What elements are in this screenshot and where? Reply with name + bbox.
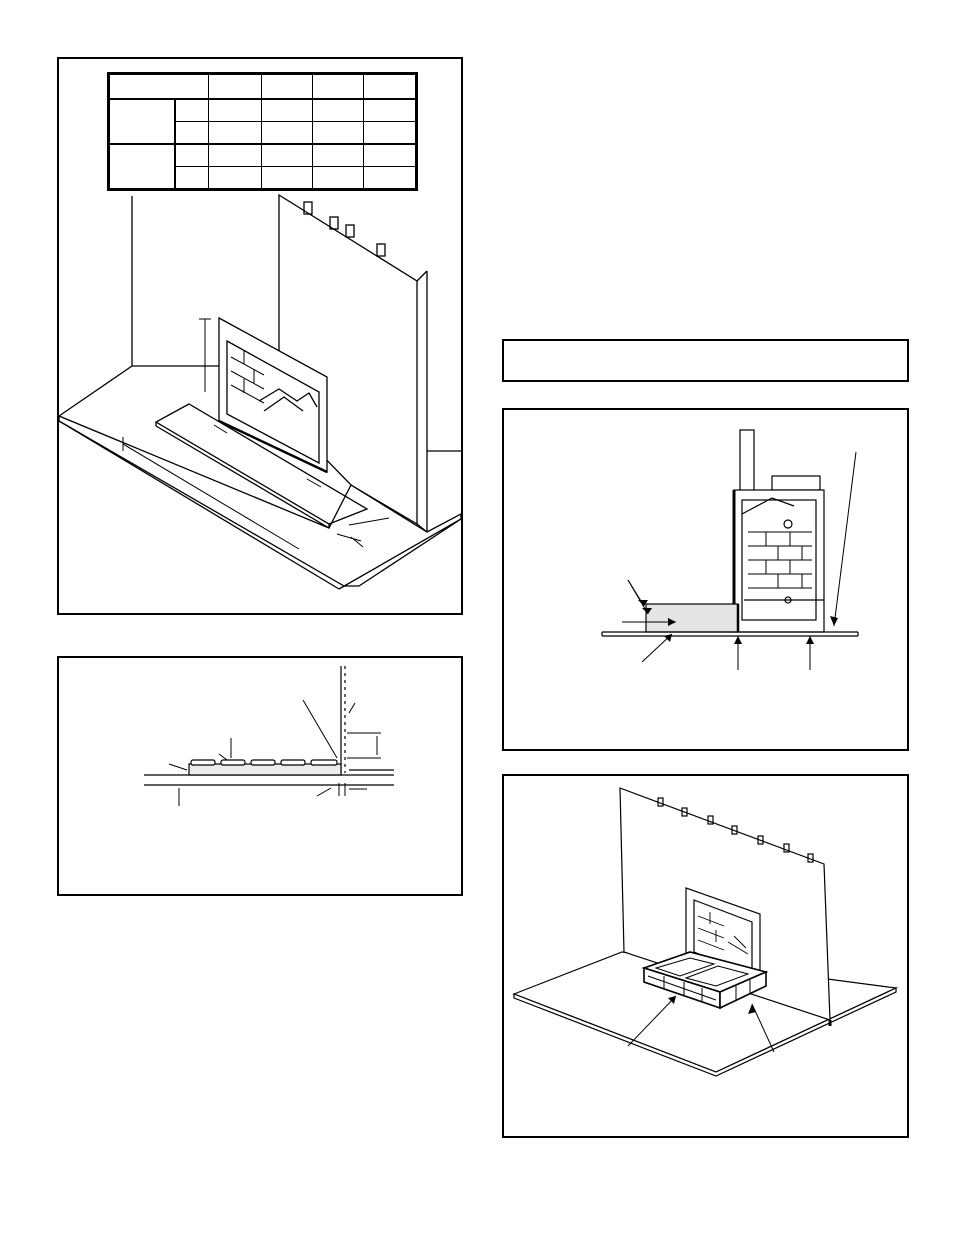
floor-side-edge bbox=[338, 518, 461, 590]
firebox-bricks bbox=[230, 351, 265, 404]
hearth-section-figure bbox=[57, 656, 463, 896]
firebox-opening bbox=[226, 339, 320, 465]
table-header-cell bbox=[363, 73, 417, 100]
wall-top-edge bbox=[416, 270, 428, 282]
hearth-section-drawing bbox=[144, 666, 394, 806]
hearth-frame-side bbox=[719, 970, 767, 1010]
table-cell bbox=[363, 166, 417, 190]
hearth-extension-section bbox=[645, 603, 739, 633]
table-row bbox=[109, 166, 417, 190]
table-header-cell bbox=[208, 73, 262, 100]
firebox-base bbox=[218, 419, 328, 474]
floor-wall-joint bbox=[59, 365, 133, 417]
arrow-heads bbox=[638, 600, 838, 644]
smoke-shelf bbox=[741, 497, 795, 515]
wall-studs bbox=[303, 201, 386, 257]
damper-pivot bbox=[783, 519, 793, 529]
hearth-tiles bbox=[190, 759, 338, 766]
hearth-extension-figure bbox=[57, 57, 463, 615]
dimension-lines bbox=[122, 318, 390, 550]
firebox-section-figure bbox=[502, 408, 909, 751]
table-cell bbox=[261, 166, 313, 190]
table-header-cell bbox=[108, 73, 209, 100]
chimney-flue bbox=[739, 429, 755, 499]
table-group-label bbox=[108, 98, 176, 145]
table-header-row bbox=[108, 73, 417, 100]
grate-lower bbox=[263, 396, 304, 412]
firebox-section-drawing bbox=[601, 429, 859, 670]
firebox-bricks bbox=[748, 531, 812, 589]
hearth-extension-drawing bbox=[59, 193, 461, 590]
table-cell bbox=[208, 166, 262, 190]
hearth-frame-drawing bbox=[512, 787, 899, 1077]
table-cell bbox=[174, 166, 209, 190]
floor-front-edge bbox=[59, 420, 340, 590]
table-row bbox=[109, 121, 417, 145]
wall-studs bbox=[657, 797, 814, 863]
table-group-label bbox=[108, 143, 176, 190]
hearth-slab bbox=[188, 763, 342, 776]
table-row bbox=[108, 98, 417, 145]
callout-leaders bbox=[168, 699, 381, 806]
hearth-frame-figure bbox=[502, 774, 909, 1138]
top-vent bbox=[771, 475, 821, 491]
firebox-bricks bbox=[697, 912, 749, 955]
dimension-table bbox=[107, 72, 418, 191]
table-cell bbox=[312, 166, 364, 190]
grate bbox=[258, 388, 318, 408]
hearth-frame-members bbox=[647, 957, 751, 1002]
note-box bbox=[502, 339, 909, 382]
arrow-heads bbox=[668, 996, 756, 1014]
protective-floor bbox=[59, 415, 461, 587]
table-header-cell bbox=[261, 73, 313, 100]
